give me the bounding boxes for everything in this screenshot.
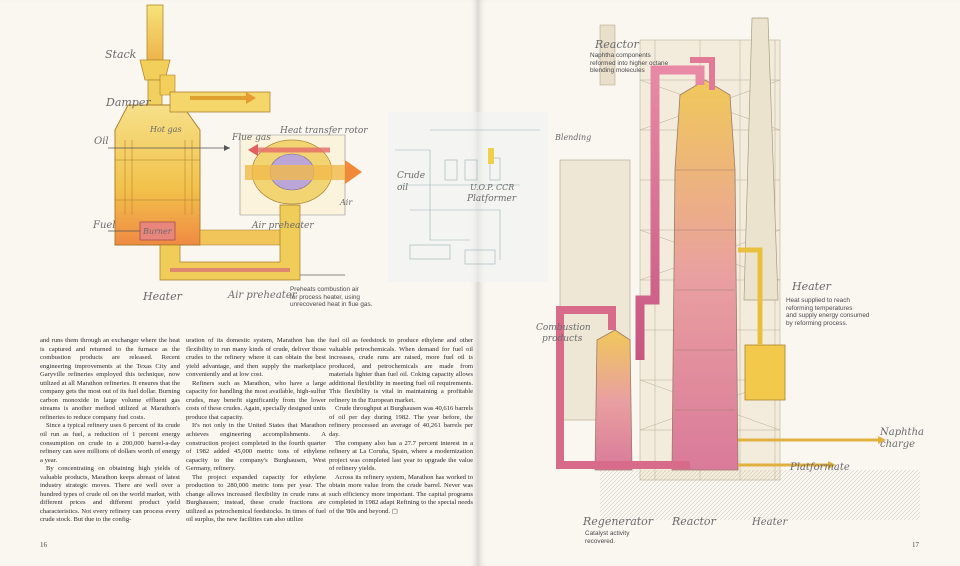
label-fuel: Fuel [92, 220, 116, 231]
label-reactor-bottom: Reactor [671, 515, 717, 528]
heater-caption: Heat supplied to reach reforming tempera… [786, 297, 870, 327]
paragraph: Across its refinery system, Marathon has… [329, 473, 473, 515]
paragraph: fuel oil as feedstock to produce ethylen… [329, 337, 473, 404]
label-burner: Burner [142, 227, 173, 236]
label-oil: Oil [94, 136, 109, 147]
label-hot-gas: Hot gas [149, 125, 182, 134]
label-crude: Crude [397, 171, 425, 181]
process-heater-diagram: Stack Damper Oil Hot gas Fuel Burner Hea… [92, 4, 368, 303]
text-column-2: uration of its domestic system, Marathon… [186, 337, 326, 525]
paragraph: and runs them through an exchanger where… [40, 337, 180, 421]
text-column-3: fuel oil as feedstock to produce ethylen… [329, 337, 473, 516]
label-products: products [542, 334, 583, 344]
text-column-1: and runs them through an exchanger where… [40, 337, 180, 525]
label-heat-transfer-rotor: Heat transfer rotor [279, 126, 368, 136]
paragraph: Crude throughput at Burghausen was 40,61… [329, 405, 473, 439]
label-damper: Damper [105, 96, 151, 109]
platformer-flow-sketch: Crude oil U.O.P. CCR Platformer Blending [388, 112, 591, 282]
paragraph: Since a typical refinery uses 6 percent … [40, 422, 180, 464]
label-heater-bottom: Heater [751, 517, 789, 528]
preheater-caption: Preheats combustion air for process heat… [290, 286, 373, 309]
reactor-caption: Naphtha components reformed into higher … [590, 52, 669, 75]
label-flue-gas: Flue gas [231, 133, 271, 143]
label-air-preheater-bottom: Air preheater [227, 290, 298, 301]
label-charge: charge [880, 439, 915, 450]
platformer-unit-diagram: Reactor Combustion products Heater Napht… [536, 17, 924, 528]
label-stack: Stack [105, 48, 137, 61]
label-uop-ccr: U.O.P. CCR [470, 183, 514, 192]
label-oil-center: oil [397, 183, 408, 193]
label-platformate: Platformate [789, 462, 850, 473]
paragraph: uration of its domestic system, Marathon… [186, 337, 326, 379]
regenerator-caption: Catalyst activity recovered. [585, 530, 630, 545]
page-number-right: 17 [912, 541, 919, 549]
paragraph: Refiners such as Marathon, who have a la… [186, 379, 326, 421]
label-naphtha: Naphtha [879, 427, 924, 438]
paragraph: The company also has a 27.7 percent inte… [329, 439, 473, 473]
paragraph: It's not only in the United States that … [186, 422, 326, 473]
label-combustion: Combustion [536, 323, 591, 333]
label-regenerator: Regenerator [582, 515, 654, 528]
label-blending: Blending [554, 133, 591, 142]
label-heater-right: Heater [791, 280, 832, 293]
label-heater: Heater [142, 290, 183, 303]
label-air-preheater: Air preheater [251, 221, 314, 231]
label-reactor-top: Reactor [594, 38, 640, 51]
label-air: Air [339, 198, 353, 207]
page-number-left: 16 [40, 541, 47, 549]
paragraph: By concentrating on obtaining high yield… [40, 465, 180, 524]
paragraph: The project expanded capacity for ethyle… [186, 473, 326, 524]
label-platformer: Platformer [466, 194, 517, 204]
